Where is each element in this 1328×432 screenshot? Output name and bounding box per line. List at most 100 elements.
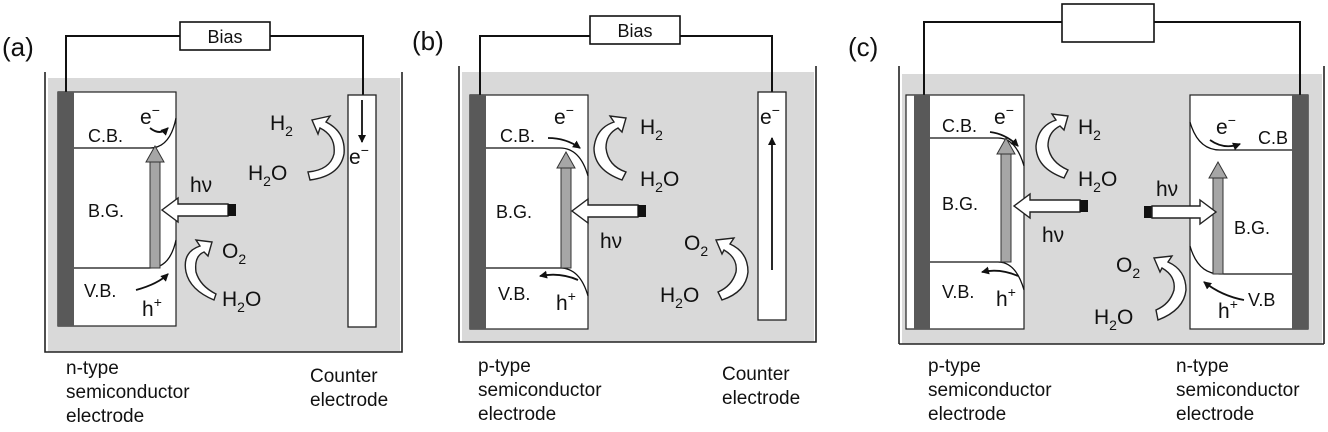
p-light-arrow [1012, 192, 1088, 220]
left-caption-1: p-type [478, 356, 531, 377]
h2o-label: H2O [222, 288, 261, 315]
panel-b-tag: (b) [412, 26, 444, 56]
load-box [1061, 3, 1155, 43]
wire [65, 35, 364, 95]
electrode-contact [470, 95, 486, 329]
panel-a-tag: (a) [2, 32, 34, 62]
n-conduction-band [1189, 121, 1292, 151]
n-cb-label: C.B [1258, 128, 1288, 148]
h2o-counter-label: H2O [248, 162, 287, 189]
hole-label: h+ [142, 294, 162, 321]
hv-label: hν [600, 230, 622, 253]
h2o-label: H2O [640, 168, 679, 195]
vb-label: V.B. [498, 284, 530, 304]
light-arrow [570, 197, 646, 225]
p-valence-band [930, 261, 1025, 291]
hole-arrow [539, 270, 579, 281]
beaker [44, 72, 403, 353]
o2-label: O2 [1116, 254, 1140, 281]
right-caption-2: electrode [310, 390, 388, 411]
left-caption-1: n-type [66, 358, 119, 379]
p-hole-arrow [981, 266, 1019, 277]
left-caption-2: semiconductor [478, 380, 602, 401]
right-caption-2: electrode [722, 388, 800, 409]
p-electron-arrow [989, 131, 1019, 147]
n-hv-label: hν [1156, 178, 1178, 201]
o2-label: O2 [684, 232, 708, 259]
electron-label: e− [140, 102, 160, 129]
left-caption-1: p-type [928, 356, 981, 377]
n-electron-arrow [1209, 139, 1241, 151]
hv-label: hν [190, 174, 212, 197]
right-caption-1: n-type [1176, 356, 1229, 377]
conduction-band [486, 147, 589, 177]
counter-electron-label: e− [760, 102, 780, 129]
panel-c-tag: (c) [848, 32, 878, 62]
oxidation-curved-arrow [184, 239, 217, 301]
right-caption-1: Counter [722, 364, 790, 385]
excitation-arrow [556, 150, 576, 269]
electron-arrow [547, 137, 581, 149]
panel-c: (c) C.B. B.G. V.B. hν e− h+ H2 H2O [848, 3, 1325, 425]
o2-label: O2 [222, 240, 246, 267]
cb-label: C.B. [88, 126, 123, 146]
valence-band [486, 267, 589, 297]
p-bg-label: B.G. [942, 194, 978, 214]
p-hv-label: hν [1042, 224, 1064, 247]
panel-b: (b) Bias C.B. B.G. V.B. hν e− h+ H2 H2O [412, 15, 817, 425]
n-excitation-arrow [1208, 160, 1228, 275]
p-hole-label: h+ [996, 284, 1016, 311]
left-caption-3: electrode [66, 406, 144, 427]
electron-arrow [149, 127, 169, 136]
panel-a: (a) Bias C.B. B.G. V.B. hν e− h+ [2, 21, 403, 427]
bg-label: B.G. [88, 201, 124, 221]
cb-label: C.B. [500, 126, 535, 146]
electrode-contact [58, 92, 74, 326]
right-caption-1: Counter [310, 366, 378, 387]
n-hole-arrow [1203, 281, 1245, 301]
reduction-curved-arrow [1035, 113, 1069, 179]
electron-label: e− [554, 102, 574, 129]
n-electrode-contact [1292, 95, 1308, 329]
n-electron-label: e− [1216, 112, 1236, 139]
light-arrow [160, 196, 236, 224]
n-vb-label: V.B [1248, 290, 1275, 310]
h2o-top-label: H2O [1078, 168, 1117, 195]
conduction-band [74, 117, 177, 149]
h2-label: H2 [640, 116, 663, 143]
bias-label: Bias [617, 21, 652, 41]
vb-label: V.B. [84, 281, 116, 301]
h2o-bottom-label: H2O [1094, 306, 1133, 333]
p-vb-label: V.B. [942, 282, 974, 302]
oxidation-curved-arrow [1152, 255, 1187, 321]
counter-electron-label: e− [349, 142, 369, 169]
h2-label: H2 [270, 112, 293, 139]
n-bg-label: B.G. [1234, 218, 1270, 238]
p-cb-label: C.B. [942, 116, 977, 136]
h2o-counter-label: H2O [660, 284, 699, 311]
hole-label: h+ [556, 288, 576, 315]
reduction-curved-arrow [593, 115, 627, 181]
bg-label: B.G. [496, 202, 532, 222]
bias-box [589, 15, 681, 45]
left-caption-3: electrode [928, 404, 1006, 425]
left-caption-3: electrode [478, 404, 556, 425]
p-electrode-contact [914, 95, 930, 329]
right-caption-2: semiconductor [1176, 380, 1300, 401]
left-caption-2: semiconductor [66, 382, 190, 403]
n-light-arrow [1144, 198, 1218, 226]
wire [479, 35, 773, 95]
reduction-curved-arrow [307, 114, 345, 181]
n-hole-label: h+ [1218, 296, 1238, 323]
left-caption-2: semiconductor [928, 380, 1052, 401]
oxidation-curved-arrow [714, 237, 749, 301]
bias-label: Bias [207, 27, 242, 47]
wire [923, 21, 1301, 95]
right-caption-3: electrode [1176, 404, 1254, 425]
excitation-arrow [145, 144, 165, 269]
bias-box [179, 21, 271, 51]
hole-arrow [135, 273, 169, 291]
p-electron-label: e− [994, 102, 1014, 129]
beaker [458, 66, 817, 343]
